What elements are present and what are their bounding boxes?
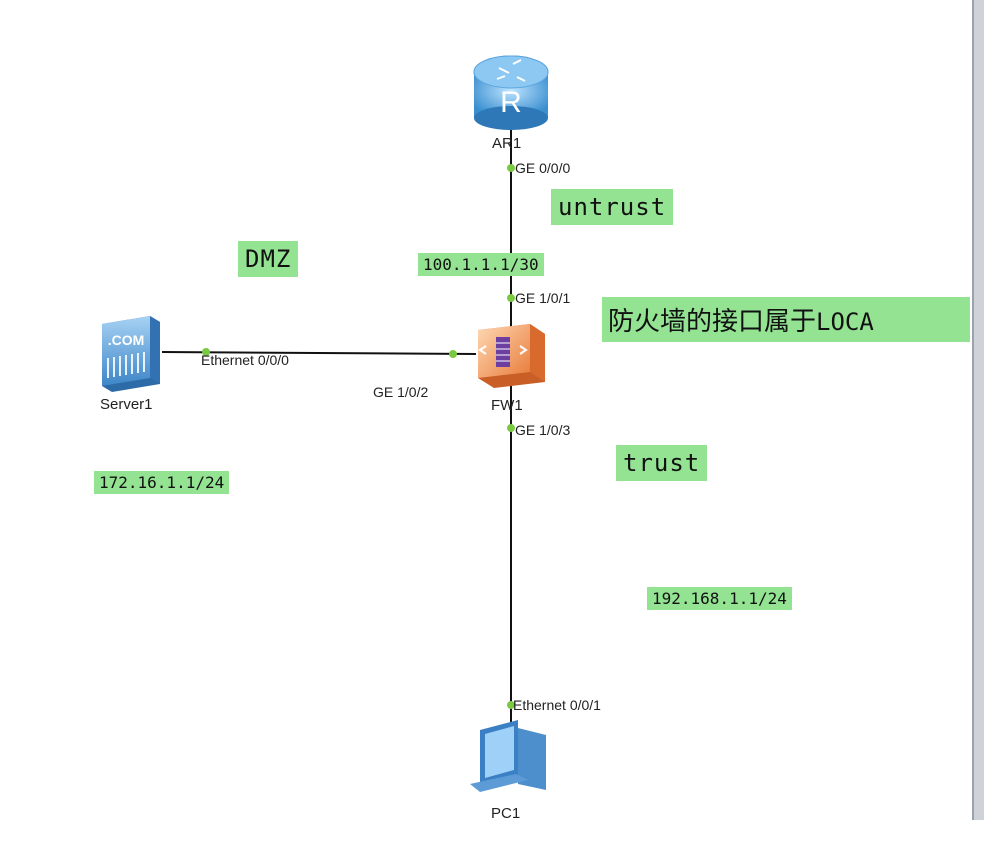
port-dot-ar1-ge000 <box>507 164 515 172</box>
port-dot-pc-eth001 <box>507 701 515 709</box>
ip-tag-trust: 192.168.1.1/24 <box>647 587 792 610</box>
local-zone-note-cn: 防火墙的接口属于 <box>608 307 817 337</box>
router-glyph: R <box>500 86 522 119</box>
fw1-label: FW1 <box>491 397 523 414</box>
pc1-label: PC1 <box>491 805 521 822</box>
local-zone-note: 防火墙的接口属于LOCA <box>602 297 970 342</box>
ip-tag-dmz: 172.16.1.1/24 <box>94 471 230 494</box>
ar1-label: AR1 <box>492 135 522 152</box>
local-zone-note-en: LOCA <box>816 308 874 336</box>
port-dot-fw-ge103 <box>507 424 515 432</box>
port-label-fw-ge102: GE 1/0/2 <box>373 384 429 400</box>
port-label-server-eth000: Ethernet 0/0/0 <box>201 352 289 368</box>
server-icon[interactable]: .COM <box>102 316 160 392</box>
port-dot-server-eth000 <box>202 348 210 356</box>
router-icon[interactable]: R <box>473 55 549 130</box>
server1-label: Server1 <box>100 396 153 413</box>
port-dot-fw-ge101 <box>507 294 515 302</box>
server-glyph: .COM <box>108 332 145 348</box>
port-label-fw-ge103: GE 1/0/3 <box>515 422 571 438</box>
zone-tag-trust: trust <box>616 445 708 481</box>
port-label-fw-ge101: GE 1/0/1 <box>515 290 571 306</box>
ip-tag-untrust: 100.1.1.1/30 <box>418 253 544 276</box>
link-server1-fw1 <box>161 351 477 355</box>
zone-tag-untrust: untrust <box>551 189 674 225</box>
pc-icon[interactable] <box>470 720 546 792</box>
zone-tag-dmz: DMZ <box>238 241 299 277</box>
port-dot-fw-ge102 <box>449 350 457 358</box>
firewall-icon[interactable] <box>478 324 545 388</box>
port-label-ar1-ge000: GE 0/0/0 <box>515 160 571 176</box>
port-label-pc-eth001: Ethernet 0/0/1 <box>513 697 601 713</box>
window-border <box>972 0 984 820</box>
